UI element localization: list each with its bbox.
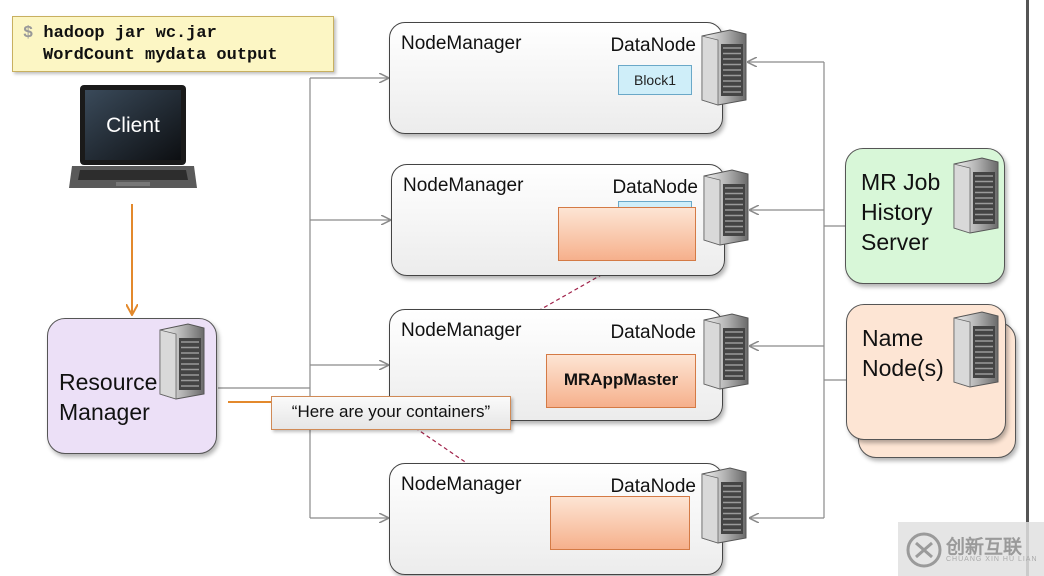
datanode-label: DataNode [610, 322, 696, 343]
datanode-label: DataNode [610, 35, 696, 56]
server-icon [700, 466, 748, 549]
nodemanager-box-4: NodeManager DataNode [389, 463, 723, 575]
server-icon [702, 168, 750, 251]
command-line-1: hadoop jar wc.jar [43, 24, 217, 43]
server-icon [700, 28, 748, 111]
name-node-line2: Node(s) [862, 355, 944, 381]
mrappmaster-container: MRAppMaster [546, 354, 696, 408]
resource-manager-label-line1: Resource [59, 369, 158, 395]
container-4 [550, 496, 690, 550]
command-prompt: $ [23, 24, 34, 43]
nodemanager-box-2: NodeManager DataNode [391, 164, 725, 276]
resource-manager-label-line2: Manager [59, 399, 150, 425]
nodemanager-label: NodeManager [403, 175, 524, 196]
job-history-line1: MR Job [861, 169, 941, 195]
block1: Block1 [618, 65, 692, 95]
watermark: 创新互联 CHUANG XIN HU LIAN [898, 522, 1044, 576]
namenode-to-datanode-lines [748, 62, 846, 518]
name-node-line1: Name [862, 325, 924, 351]
client-label: Client [106, 114, 160, 137]
watermark-text: 创新互联 [946, 537, 1023, 558]
job-history-line3: Server [861, 229, 929, 255]
datanode-label: DataNode [610, 476, 696, 497]
slide-edge [1026, 0, 1029, 576]
datanode-label: DataNode [612, 177, 698, 198]
server-icon [158, 322, 206, 405]
job-history-line2: History [861, 199, 933, 225]
watermark-logo-icon [906, 532, 942, 568]
server-icon [702, 312, 750, 395]
command-box: $ hadoop jar wc.jar WordCount mydata out… [12, 16, 334, 72]
containers-callout: “Here are your containers” [271, 396, 511, 430]
nodemanager-label: NodeManager [401, 320, 522, 341]
server-icon [952, 156, 1000, 239]
nodemanager-label: NodeManager [401, 474, 522, 495]
appmaster-to-container-4-arrow [391, 411, 550, 520]
client-laptop-icon: Client [68, 84, 198, 194]
command-line-2: WordCount mydata output [43, 46, 278, 65]
container-2 [558, 207, 696, 261]
watermark-subtext: CHUANG XIN HU LIAN [946, 556, 1038, 563]
nodemanager-box-1: NodeManager DataNode Block1 [389, 22, 723, 134]
server-icon [952, 310, 1000, 393]
nodemanager-label: NodeManager [401, 33, 522, 54]
resource-manager-to-nodemanager-lines [218, 78, 390, 518]
